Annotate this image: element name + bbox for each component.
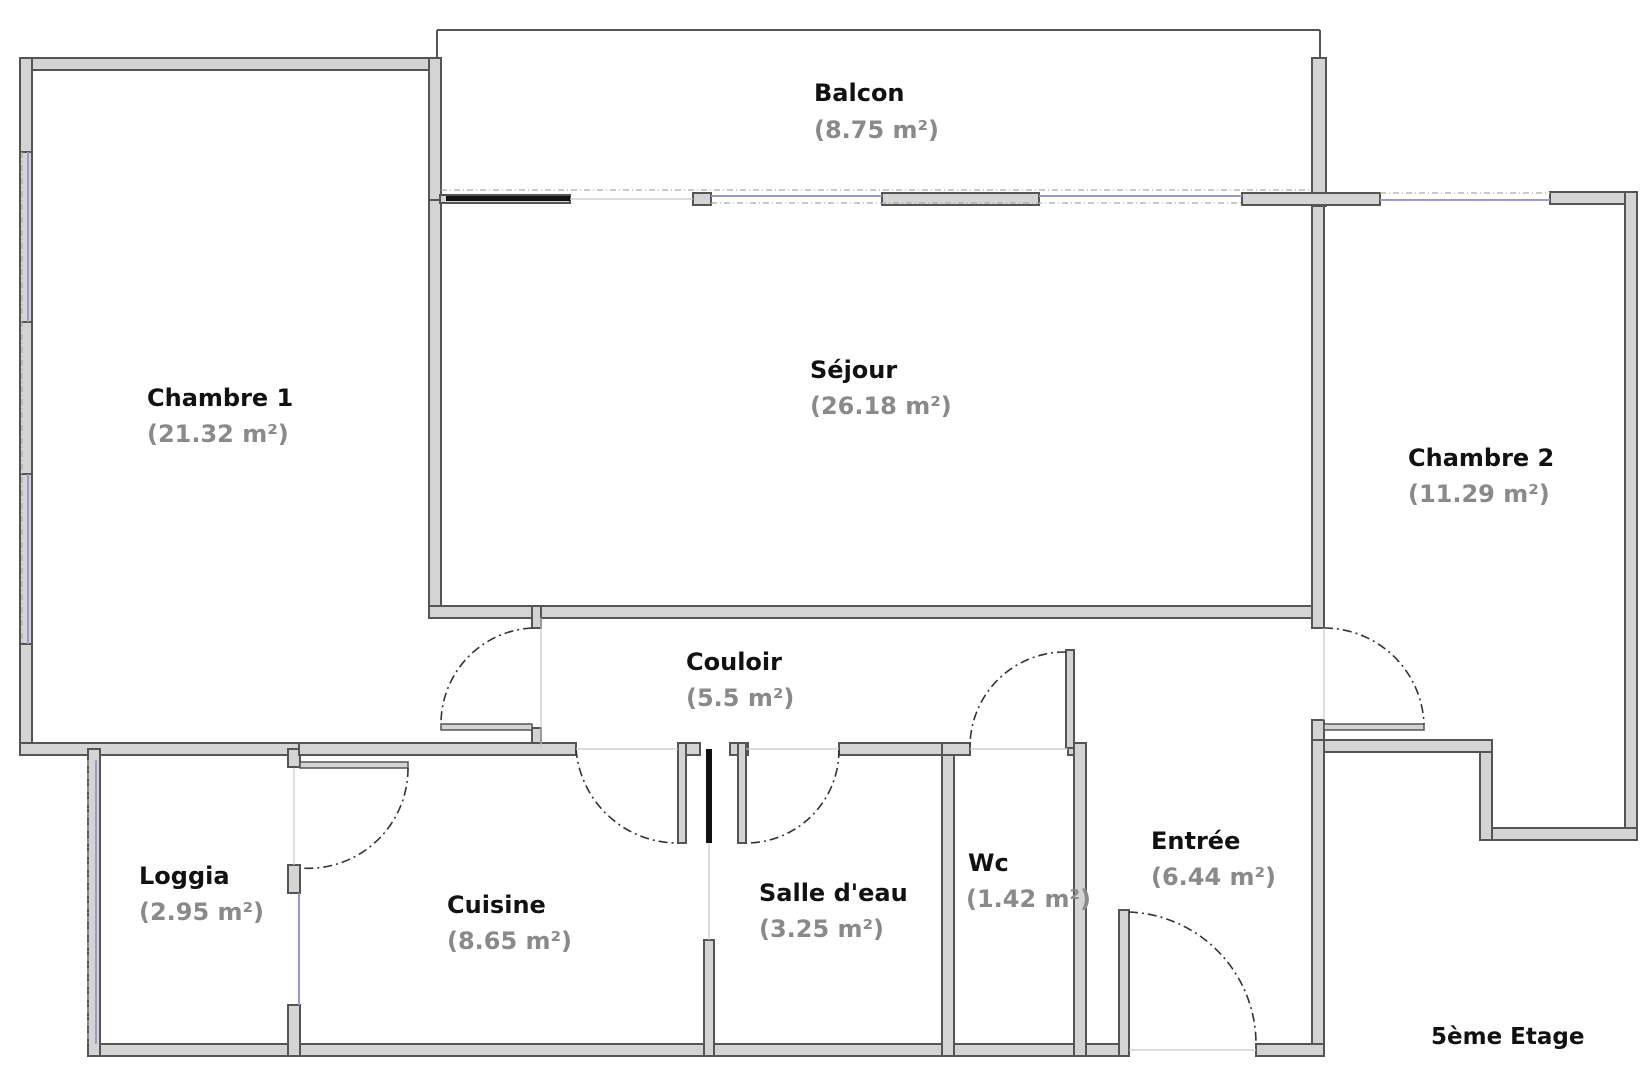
wall-loggia-left <box>87 748 101 1057</box>
room-loggia: Loggia (2.95 m²) <box>139 862 264 926</box>
room-balcon: Balcon (8.75 m²) <box>814 79 939 144</box>
wall-couloir-stub <box>531 605 542 629</box>
wall-cuisine-saleau-divider-top <box>677 742 687 844</box>
room-area-wc: (1.42 m²) <box>966 885 1091 913</box>
door-leaf-loggia <box>299 761 409 769</box>
door-leaf-chambre2 <box>1323 723 1425 731</box>
wall-chambre2-step-vertical <box>1479 739 1493 841</box>
wall-balcon-right <box>1311 57 1327 207</box>
room-name-loggia: Loggia <box>139 862 230 890</box>
wall-chambre2-right <box>1624 191 1638 841</box>
room-couloir: Couloir (5.5 m²) <box>686 648 794 712</box>
wall-chambre1-right <box>428 57 442 207</box>
room-name-wc: Wc <box>968 849 1009 877</box>
wall-loggia-cuisine-top <box>287 748 301 768</box>
door-leaf-chambre1 <box>440 723 533 731</box>
wall-cuisine-saleau-dark <box>706 749 712 843</box>
floor-label: 5ème Etage <box>1431 1024 1584 1050</box>
room-area-entree: (6.44 m²) <box>1151 863 1276 891</box>
room-area-salle-eau: (3.25 m²) <box>759 915 884 943</box>
wall-chambre2-bottom-right <box>1479 827 1638 841</box>
room-area-cuisine: (8.65 m²) <box>447 927 572 955</box>
walls <box>19 57 1638 1057</box>
room-entree: Entrée (6.44 m²) <box>1151 827 1276 891</box>
door-arc-salle-eau <box>745 748 840 844</box>
room-area-balcon: (8.75 m²) <box>814 116 939 144</box>
room-area-loggia: (2.95 m²) <box>139 898 264 926</box>
room-name-entree: Entrée <box>1151 827 1240 855</box>
balcon-door-dark <box>446 196 570 201</box>
room-name-salle-eau: Salle d'eau <box>759 879 908 907</box>
door-arc-wc <box>969 651 1067 750</box>
wall-cuisine-top <box>298 742 577 756</box>
door-arc-loggia <box>299 767 409 870</box>
wall-entree-door-stub <box>1118 909 1130 1057</box>
door-arc-chambre2 <box>1323 627 1425 725</box>
wall-bottom-right <box>1255 1043 1325 1057</box>
wall-saleau-wc <box>941 742 955 1057</box>
room-name-chambre1: Chambre 1 <box>147 384 293 412</box>
wall-chambre2-top-right <box>1549 191 1638 205</box>
wall-loggia-cuisine-mid <box>287 864 301 894</box>
wall-chambre2-bottom <box>1311 739 1493 753</box>
room-labels: Balcon (8.75 m²) Chambre 1 (21.32 m²) Sé… <box>139 79 1554 955</box>
room-cuisine: Cuisine (8.65 m²) <box>447 891 572 955</box>
windows <box>19 151 1550 1044</box>
room-wc: Wc (1.42 m²) <box>966 849 1091 913</box>
room-area-chambre1: (21.32 m²) <box>147 420 289 448</box>
wall-sejour-left <box>428 199 442 617</box>
room-name-couloir: Couloir <box>686 648 782 676</box>
room-area-chambre2: (11.29 m²) <box>1408 480 1550 508</box>
room-area-couloir: (5.5 m²) <box>686 684 794 712</box>
room-area-sejour: (26.18 m²) <box>810 392 952 420</box>
wall-loggia-cuisine-low <box>287 1004 301 1057</box>
wall-cuisine-saleau-divider-low <box>703 939 715 1057</box>
wall-bottom-left <box>87 1043 1120 1057</box>
wall-sejour-top-seg4 <box>1241 192 1381 206</box>
wall-sejour-top-seg3 <box>881 192 1040 206</box>
balcony <box>436 29 1321 201</box>
wall-cuisine-saleau-divider-right <box>737 742 747 844</box>
room-name-sejour: Séjour <box>810 356 897 384</box>
wall-sejour-bottom <box>428 605 1322 619</box>
wall-saleau-top-c <box>838 742 953 756</box>
room-name-cuisine: Cuisine <box>447 891 546 919</box>
wall-wc-top <box>941 742 971 756</box>
door-arc-chambre1 <box>440 627 533 725</box>
wall-sejour-right <box>1311 193 1325 629</box>
wall-chambre1-top <box>19 57 442 71</box>
room-chambre1: Chambre 1 (21.32 m²) <box>147 384 293 448</box>
room-sejour: Séjour (26.18 m²) <box>810 356 952 420</box>
room-salle-eau: Salle d'eau (3.25 m²) <box>759 879 908 943</box>
room-name-chambre2: Chambre 2 <box>1408 444 1554 472</box>
wall-wc-door-stub <box>1065 649 1075 749</box>
door-arc-entree <box>1128 911 1257 1045</box>
wall-entree-right <box>1311 739 1325 1057</box>
wall-wc-entree <box>1073 742 1087 1057</box>
doors <box>293 618 1425 1051</box>
door-arc-cuisine <box>575 748 679 844</box>
wall-sejour-top-seg2 <box>692 192 712 206</box>
room-name-balcon: Balcon <box>814 79 905 107</box>
room-chambre2: Chambre 2 (11.29 m²) <box>1408 444 1554 508</box>
